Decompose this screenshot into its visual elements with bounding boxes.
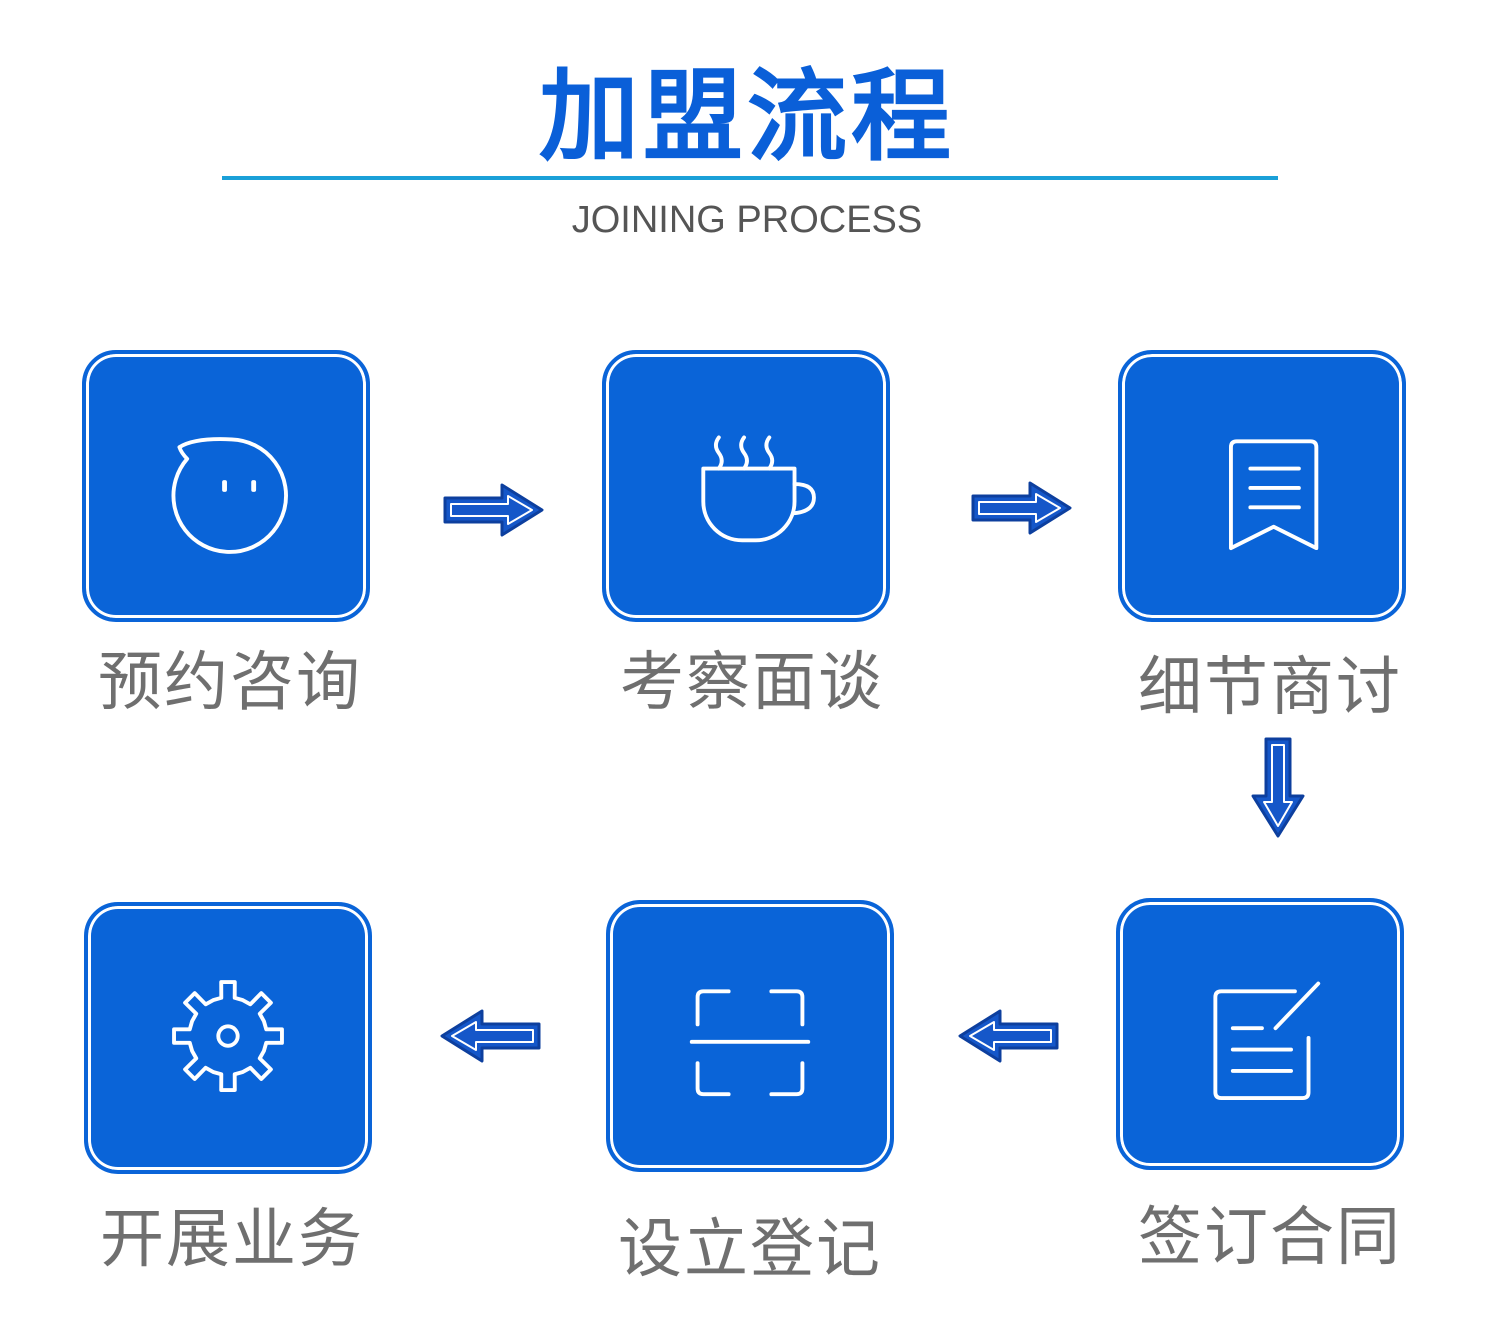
step-3-tile [1118,350,1406,622]
document-icon [1229,439,1319,551]
page-title: 加盟流程 [539,58,955,175]
scan-frame-icon [689,989,811,1097]
arrow-down-icon [1251,737,1305,838]
arrow-right-icon [443,483,544,537]
step-3-label: 细节商讨 [1138,651,1402,725]
step-2-label: 考察面谈 [620,646,884,720]
title-divider [222,176,1278,180]
sign-pen-icon [1213,981,1321,1100]
step-6-tile [84,902,372,1174]
chat-bubble-icon [171,437,288,554]
step-2-tile [602,350,890,622]
step-1-label: 预约咨询 [98,646,362,720]
arrow-left-icon [958,1009,1059,1063]
step-5-tile [606,900,894,1172]
page-subtitle: JOINING PROCESS [571,199,923,241]
arrow-left-icon [440,1009,541,1063]
step-1-tile [82,350,370,622]
gear-icon [172,980,284,1092]
step-5-label: 设立登记 [618,1213,882,1287]
step-6-label: 开展业务 [100,1203,364,1277]
coffee-cup-icon [701,435,816,543]
step-4-tile [1116,898,1404,1170]
arrow-right-icon [971,481,1072,535]
step-4-label: 签订合同 [1138,1201,1402,1275]
